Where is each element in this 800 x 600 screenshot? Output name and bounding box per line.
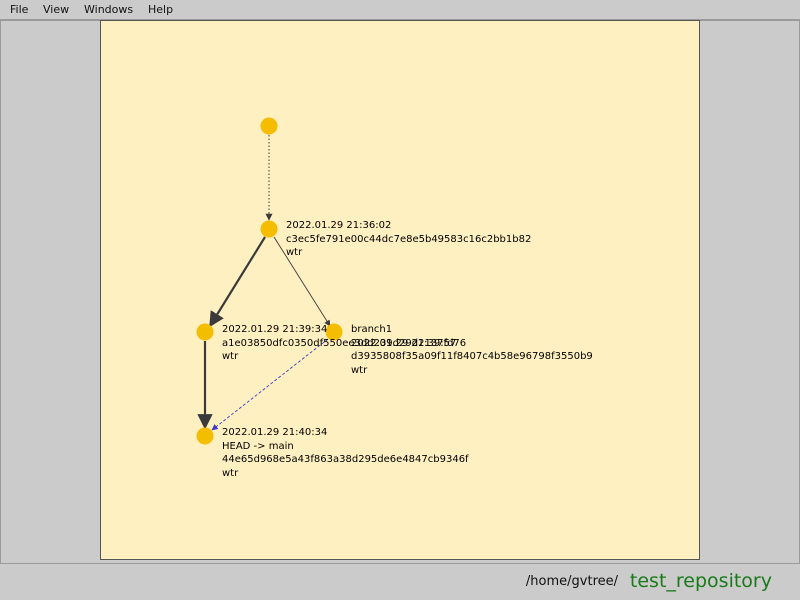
commit-author: wtr [351, 364, 368, 376]
commit-label-c3: branch1 2022.01.29 21:39:57 d3935808f35a… [351, 323, 593, 377]
commit-author: wtr [222, 467, 239, 479]
commit-hash: 44e65d968e5a43f863a38d295de6e4847cb9346f [222, 454, 469, 465]
commit-date: 2022.01.29 21:39:34 [222, 324, 328, 335]
commit-label-c2: 2022.01.29 21:39:34 a1e03850dfc0350df550… [222, 323, 466, 364]
commit-node-c4[interactable] [196, 427, 214, 445]
commit-node-c2[interactable] [196, 323, 214, 341]
commit-node-root[interactable] [260, 117, 278, 135]
commit-date: 2022.01.29 21:36:02 [286, 220, 392, 231]
menu-file[interactable]: File [10, 3, 29, 16]
commit-hash: a1e03850dfc0350df550ee3dd239d29d2137fd76 [222, 337, 467, 349]
menu-help[interactable]: Help [148, 3, 174, 16]
commit-node-c1[interactable] [260, 220, 278, 238]
commit-node-c3[interactable] [325, 323, 343, 341]
menu-view[interactable]: View [43, 3, 70, 16]
commit-date: 2022.01.29 21:39:57 [351, 337, 457, 349]
commit-date: 2022.01.29 21:40:34 [222, 427, 328, 438]
commit-author: wtr [222, 351, 239, 362]
menu-windows[interactable]: Windows [84, 3, 134, 16]
repo-name: test_repository [629, 570, 772, 592]
commit-ref: branch1 [351, 324, 393, 335]
commit-author: wtr [286, 247, 303, 258]
repo-path: /home/gvtree/ [525, 574, 618, 589]
commit-ref: HEAD -> main [222, 440, 294, 452]
status-bar: /home/gvtree/ test_repository [0, 564, 800, 600]
commit-hash: d3935808f35a09f11f8407c4b58e96798f3550b9 [351, 351, 593, 362]
commit-label-c1: 2022.01.29 21:36:02 c3ec5fe791e00c44dc7e… [286, 219, 531, 260]
commit-label-c4: 2022.01.29 21:40:34 HEAD -> main 44e65d9… [222, 426, 469, 480]
graph-canvas[interactable] [100, 20, 700, 560]
menu-bar: File View Windows Help [0, 0, 800, 20]
commit-hash: c3ec5fe791e00c44dc7e8e5b49583c16c2bb1b82 [286, 233, 532, 245]
